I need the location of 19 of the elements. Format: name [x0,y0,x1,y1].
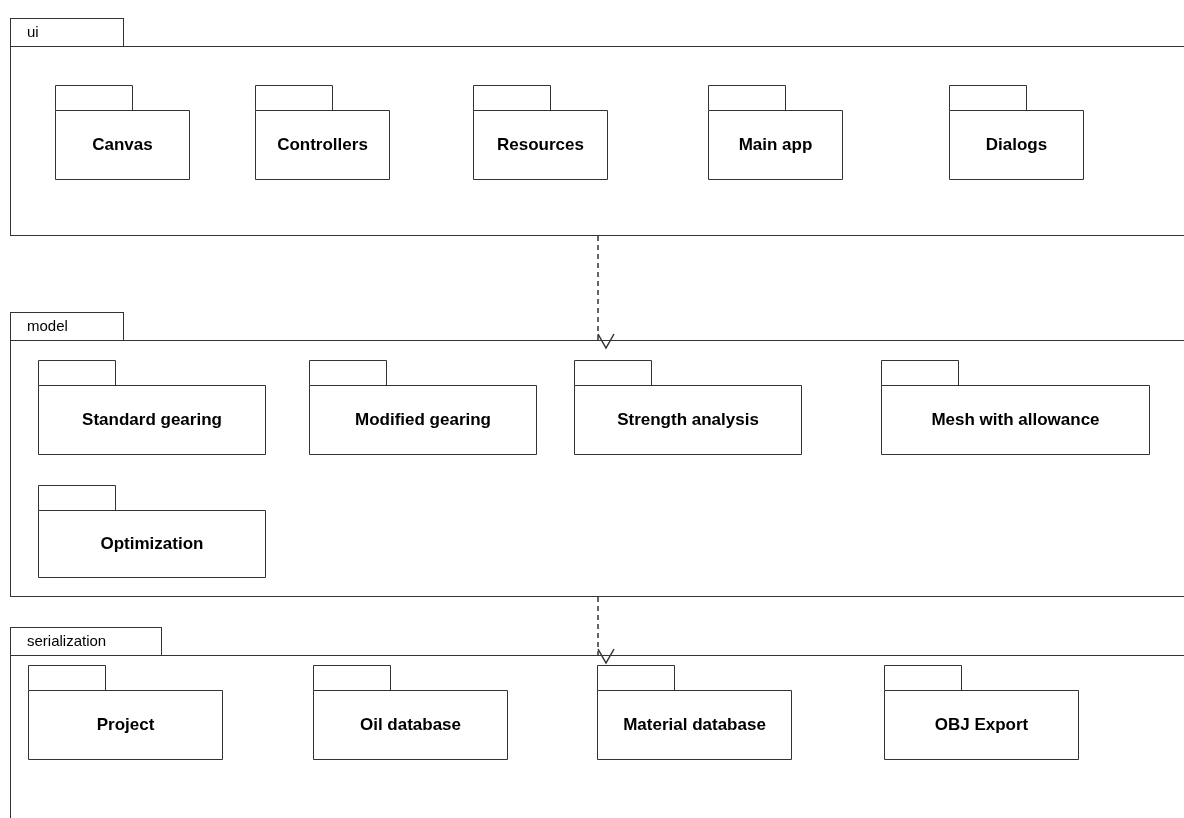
package-name: OBJ Export [934,714,1029,737]
package-name: Controllers [277,134,368,157]
package-name: Canvas [92,134,153,157]
package-name: Material database [623,714,766,737]
package-name: Project [96,714,155,737]
dependency-arrow [597,596,615,664]
package-name: Dialogs [985,134,1048,157]
package-tab: model [10,312,124,341]
dependency-arrow [597,235,615,349]
package-name: Strength analysis [617,409,759,432]
package-name: Main app [738,134,813,157]
package-name: Optimization [100,533,204,556]
package-name: Standard gearing [82,409,222,432]
package-name: Oil database [359,714,462,737]
package-name: Modified gearing [355,409,491,432]
package-tab: serialization [10,627,162,656]
package-name: Resources [497,134,584,157]
package-tab: ui [10,18,124,47]
package-name: Mesh with allowance [931,409,1100,432]
